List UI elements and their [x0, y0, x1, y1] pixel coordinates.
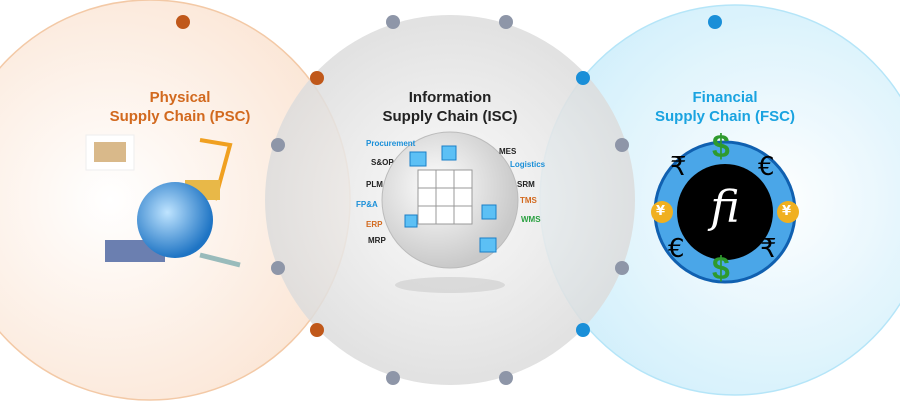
fi-emblem: [651, 140, 799, 284]
isc-label-erp: ERP: [366, 220, 383, 229]
euro-top-icon: €: [758, 152, 775, 182]
isc-label-procurement: Procurement: [366, 139, 416, 148]
isc-label-srm: SRM: [517, 180, 535, 189]
isc-label-mrp: MRP: [368, 236, 386, 245]
psc-title-line1: Physical: [149, 89, 211, 106]
dollar-bottom-icon: $: [712, 250, 730, 286]
rupee-top-icon: ₹: [670, 152, 687, 182]
isc-title: Information Supply Chain (ISC): [370, 88, 530, 126]
fsc-title-line2: Supply Chain (FSC): [655, 108, 795, 125]
isc-title-line2: Supply Chain (ISC): [382, 108, 518, 125]
euro-bottom-icon: €: [668, 234, 685, 264]
fsc-title-line1: Financial: [692, 89, 758, 106]
isc-label-fpa: FP&A: [356, 200, 378, 209]
isc-label-logistics: Logistics: [510, 160, 546, 169]
fsc-title: Financial Supply Chain (FSC): [645, 88, 805, 126]
rupee-bottom-icon: ₹: [760, 234, 777, 264]
yen-right-icon: ¥: [782, 204, 792, 219]
yen-left-icon: ¥: [656, 204, 666, 219]
isc-label-mes: MES: [499, 147, 517, 156]
psc-title-line2: Supply Chain (PSC): [109, 108, 251, 125]
data-cube-sphere: [381, 131, 519, 293]
isc-label-tms: TMS: [520, 196, 537, 205]
isc-label-sop: S&OP: [371, 158, 394, 167]
isc-label-wms: WMS: [521, 215, 541, 224]
isc-label-plm: PLM: [366, 180, 383, 189]
isc-title-line1: Information: [408, 89, 492, 106]
fi-emblem-text: fi: [710, 182, 740, 233]
logistics-illustration: [85, 134, 241, 268]
dollar-top-icon: $: [712, 128, 730, 164]
connector-dots: [176, 15, 722, 385]
psc-title: Physical Supply Chain (PSC): [100, 88, 260, 126]
